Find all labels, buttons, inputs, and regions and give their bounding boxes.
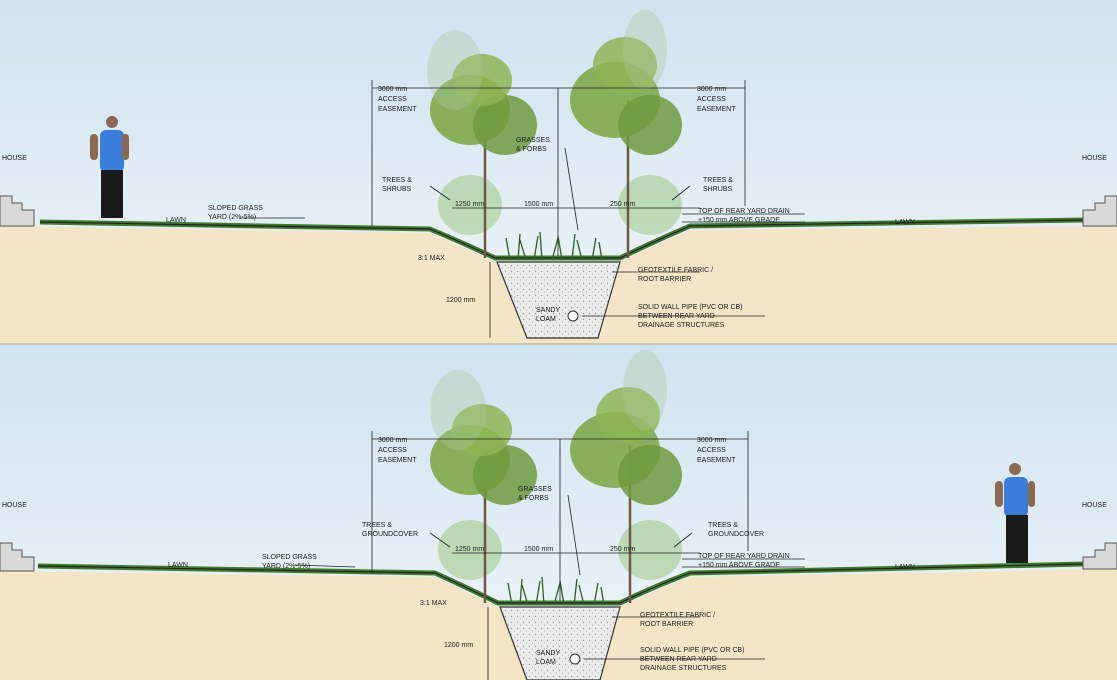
label-geotextile-2: ROOT BARRIER bbox=[640, 621, 693, 628]
label-lawn-left: LAWN bbox=[166, 217, 186, 224]
label-pipe-2: BETWEEN REAR YARD bbox=[640, 656, 717, 663]
pipe-icon bbox=[569, 653, 581, 665]
label-geotextile-2: ROOT BARRIER bbox=[638, 276, 691, 283]
label-top-drain-1: TOP OF REAR YARD DRAIN bbox=[698, 208, 790, 215]
label-trees-left-2: GROUNDCOVER bbox=[362, 531, 418, 538]
section-divider bbox=[0, 343, 1117, 345]
person-icon bbox=[995, 463, 1035, 563]
label-house-right: HOUSE bbox=[1082, 155, 1107, 162]
label-depth: 1200 mm bbox=[446, 297, 475, 304]
section-bottom: HOUSE HOUSE LAWN LAWN SLOPED GRASS YARD … bbox=[0, 345, 1117, 680]
label-pipe-1: SOLID WALL PIPE (PVC OR CB) bbox=[638, 304, 743, 311]
tree-right-icon bbox=[570, 350, 682, 603]
label-easement-left-3: EASEMENT bbox=[378, 457, 417, 464]
label-trees-right-1: TREES & bbox=[708, 522, 738, 529]
label-pipe-3: DRAINAGE STRUCTURES bbox=[638, 322, 725, 329]
label-house-left: HOUSE bbox=[2, 155, 27, 162]
label-easement-right-2: ACCESS bbox=[697, 447, 726, 454]
grasses-icon bbox=[507, 576, 605, 606]
section-bottom-drawing: HOUSE HOUSE LAWN LAWN SLOPED GRASS YARD … bbox=[0, 345, 1117, 680]
label-sandy-1: SANDY bbox=[536, 307, 560, 314]
label-trees-left-1: TREES & bbox=[362, 522, 392, 529]
label-top-drain-2: +150 mm ABOVE GRADE bbox=[698, 217, 780, 224]
label-dim-b: 1500 mm bbox=[524, 201, 553, 208]
label-slope: 3:1 MAX bbox=[418, 255, 445, 262]
label-grasses-2: & FORBS bbox=[518, 495, 549, 502]
label-geotextile-1: GEOTEXTILE FABRIC / bbox=[638, 267, 713, 274]
label-dim-c: 250 mm bbox=[610, 546, 635, 553]
label-easement-right-3: EASEMENT bbox=[697, 106, 736, 113]
trench bbox=[496, 261, 621, 339]
label-lawn-right: LAWN bbox=[895, 219, 915, 226]
label-easement-left-3: EASEMENT bbox=[378, 106, 417, 113]
label-house-right: HOUSE bbox=[1082, 502, 1107, 509]
label-lawn-right: LAWN bbox=[895, 564, 915, 571]
steps-left bbox=[0, 542, 35, 572]
label-easement-left-1: 3000 mm bbox=[378, 437, 407, 444]
steps-right bbox=[1082, 195, 1117, 227]
label-grasses-1: GRASSES bbox=[516, 137, 550, 144]
label-dim-c: 250 mm bbox=[610, 201, 635, 208]
steps-right bbox=[1082, 542, 1117, 570]
grasses-icon bbox=[505, 231, 603, 261]
tree-left-icon bbox=[427, 30, 537, 258]
steps-left bbox=[0, 195, 35, 227]
label-sandy-2: LOAM bbox=[536, 316, 556, 323]
grade-line bbox=[39, 219, 1086, 259]
label-sloped-grass-2: YARD (2%-5%) bbox=[262, 563, 310, 570]
label-trees-right-2: SHRUBS bbox=[703, 186, 733, 193]
label-dim-a: 1250 mm bbox=[455, 201, 484, 208]
label-sloped-grass-2: YARD (2%-5%) bbox=[208, 214, 256, 221]
label-grasses-1: GRASSES bbox=[518, 486, 552, 493]
label-easement-left-2: ACCESS bbox=[378, 447, 407, 454]
label-trees-left-1: TREES & bbox=[382, 177, 412, 184]
dimension-lines bbox=[294, 431, 805, 680]
person-icon bbox=[90, 116, 129, 218]
label-pipe-3: DRAINAGE STRUCTURES bbox=[640, 665, 727, 672]
label-pipe-1: SOLID WALL PIPE (PVC OR CB) bbox=[640, 647, 745, 654]
label-geotextile-1: GEOTEXTILE FABRIC / bbox=[640, 612, 715, 619]
label-sloped-grass-1: SLOPED GRASS bbox=[208, 205, 263, 212]
label-easement-right-3: EASEMENT bbox=[697, 457, 736, 464]
label-easement-right-1: 3000 mm bbox=[697, 437, 726, 444]
label-trees-right-1: TREES & bbox=[703, 177, 733, 184]
label-sandy-1: SANDY bbox=[536, 650, 560, 657]
label-trees-left-2: SHRUBS bbox=[382, 186, 412, 193]
label-slope: 3:1 MAX bbox=[420, 600, 447, 607]
label-pipe-2: BETWEEN REAR YARD bbox=[638, 313, 715, 320]
label-top-drain-1: TOP OF REAR YARD DRAIN bbox=[698, 553, 790, 560]
label-dim-a: 1250 mm bbox=[455, 546, 484, 553]
label-trees-right-2: GROUNDCOVER bbox=[708, 531, 764, 538]
tree-right-icon bbox=[570, 10, 682, 258]
label-easement-left-1: 3000 mm bbox=[378, 86, 407, 93]
label-easement-left-2: ACCESS bbox=[378, 96, 407, 103]
label-sandy-2: LOAM bbox=[536, 659, 556, 666]
trench bbox=[499, 606, 621, 680]
label-top-drain-2: +150 mm ABOVE GRADE bbox=[698, 562, 780, 569]
section-top: HOUSE HOUSE LAWN LAWN SLOPED GRASS YARD … bbox=[0, 0, 1117, 343]
label-lawn-left: LAWN bbox=[168, 562, 188, 569]
label-house-left: HOUSE bbox=[2, 502, 27, 509]
pipe-icon bbox=[567, 310, 579, 322]
label-easement-right-1: 3000 mm bbox=[697, 86, 726, 93]
section-top-drawing: HOUSE HOUSE LAWN LAWN SLOPED GRASS YARD … bbox=[0, 0, 1117, 343]
label-depth: 1200 mm bbox=[444, 642, 473, 649]
label-dim-b: 1500 mm bbox=[524, 546, 553, 553]
label-grasses-2: & FORBS bbox=[516, 146, 547, 153]
tree-left-icon bbox=[430, 370, 537, 603]
dimension-lines bbox=[240, 80, 805, 338]
grade-line bbox=[37, 563, 1086, 604]
label-sloped-grass-1: SLOPED GRASS bbox=[262, 554, 317, 561]
label-easement-right-2: ACCESS bbox=[697, 96, 726, 103]
